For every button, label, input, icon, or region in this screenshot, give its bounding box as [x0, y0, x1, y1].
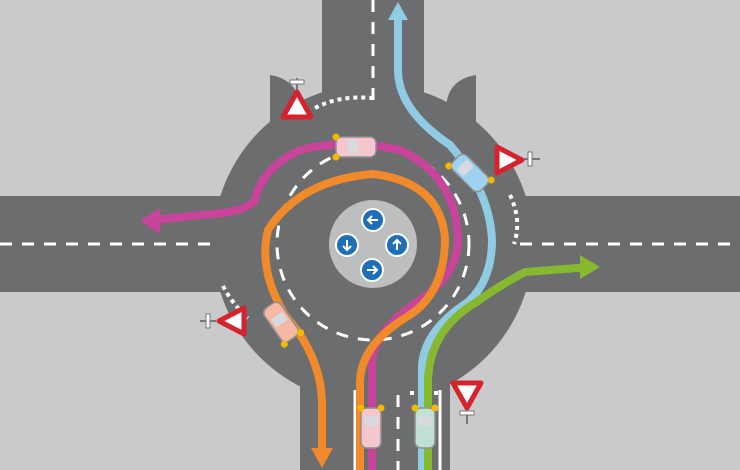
- car-circle-top: [332, 133, 377, 161]
- yield-sign-right: [494, 144, 540, 176]
- arrow-right-turn: [580, 255, 600, 279]
- route-left-turn: [151, 140, 463, 470]
- car-bottom-left-lane: [357, 404, 385, 449]
- car-circle-left: [262, 301, 305, 348]
- route-right-turn: [424, 263, 594, 470]
- route-straight-ahead: [394, 6, 497, 470]
- car-circle-right: [445, 153, 495, 193]
- arrow-u-turn: [311, 448, 333, 468]
- arrow-left-turn: [140, 208, 160, 234]
- vehicles: [262, 133, 495, 449]
- car-bottom-right-lane: [411, 404, 439, 449]
- arrow-straight-ahead: [388, 2, 408, 20]
- roundabout-sign: [335, 208, 409, 282]
- arrow-right-icon: [360, 258, 384, 282]
- arrow-left-icon: [361, 208, 385, 232]
- yield-sign-top: [280, 78, 314, 120]
- yield-sign-left: [200, 305, 247, 337]
- central-island: [329, 200, 417, 288]
- arrow-up-icon: [385, 233, 409, 257]
- yield-sign-bottom: [450, 380, 484, 424]
- arrow-down-icon: [335, 233, 359, 257]
